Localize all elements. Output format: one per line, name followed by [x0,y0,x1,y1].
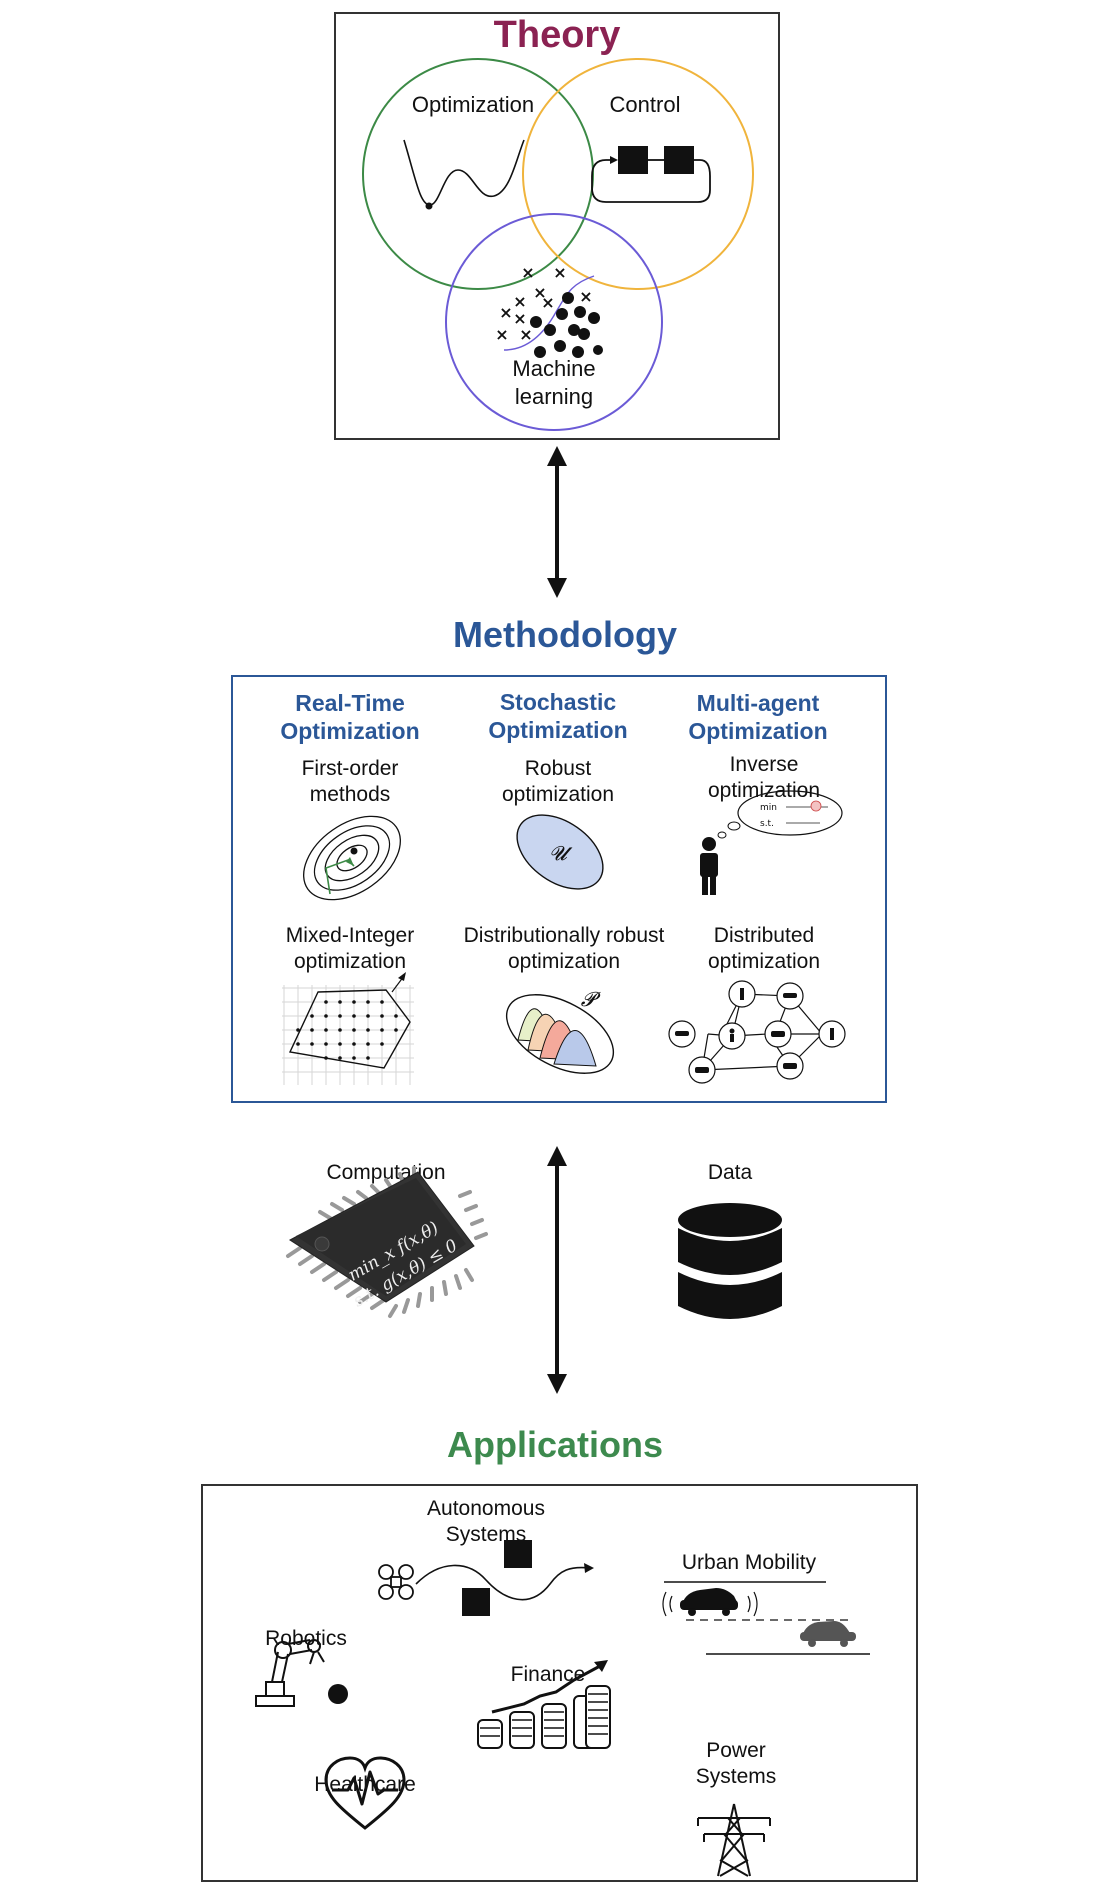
distributed-label-line1: Distributed [713,924,815,947]
col-title-multiagent-line1: Multi-agent [696,690,820,716]
minimum-point-icon [425,202,433,210]
control-loop-icon [591,146,711,203]
heartbeat-icon [332,1770,398,1806]
distributed-label-line2: optimization [707,950,821,973]
control-circle [522,58,754,290]
theory-panel [334,12,780,440]
network-agents-icon [675,988,834,1073]
svg-text:×: × [519,325,532,344]
power-tower-icon [697,1803,771,1877]
col-title-realtime-line2: Optimization [280,718,420,744]
svg-text:×: × [495,325,508,344]
methodology-title: Methodology [453,614,677,655]
inverse-label-line1: Inverse [729,753,799,776]
svg-text:s.t.: s.t. [760,819,774,829]
applications-panel [201,1484,918,1882]
robust-label-line2: optimization [501,783,615,806]
person-thinking-icon: min s.t. [700,790,843,895]
finance-label: Finance [510,1663,586,1686]
inverse-label-line2: optimization [707,779,821,802]
methodology-panel [231,675,887,1103]
svg-text:×: × [553,263,566,282]
database-icon [678,1203,782,1319]
integer-lattice-icon [282,972,414,1085]
col-title-realtime-line1: Real-Time [295,690,405,716]
dro-label-line2: optimization [507,950,621,973]
road-scene-icon [664,1581,870,1655]
ambiguity-set-icon [505,994,615,1074]
svg-text:min: min [760,803,777,813]
first-order-label-line2: methods [309,783,391,806]
urban-mobility-label: Urban Mobility [681,1551,817,1574]
dro-label-line1: Distributionally robust [463,924,665,947]
svg-text:×: × [533,283,546,302]
svg-text:×: × [579,287,592,306]
heart-icon [324,1756,406,1830]
theory-title: Theory [493,14,621,56]
svg-text:×: × [541,293,554,312]
svg-text:×: × [521,263,534,282]
decision-boundary-icon [503,275,595,351]
theory-venn: × × × × × × × × × × [362,58,754,431]
col-title-multiagent-line2: Optimization [688,718,828,744]
robotics-label: Robotics [265,1627,347,1650]
loss-landscape-icon [403,139,525,206]
robot-arm-icon [255,1639,325,1707]
object-ball-icon [328,1684,348,1704]
trajectory-icon [415,1564,591,1601]
trend-arrow-icon [491,1664,601,1714]
car-icon [800,1621,856,1647]
mixed-integer-label-line1: Mixed-Integer [285,924,415,947]
robust-label-line1: Robust [524,757,592,780]
svg-text:×: × [499,303,512,322]
power-label-line1: Power [706,1739,766,1762]
applications-title: Applications [446,1424,664,1465]
machine-learning-circle [445,213,663,431]
connected-car-icon [662,1588,758,1617]
autonomous-label-line1: Autonomous [427,1497,545,1520]
gradient-contour-icon [303,815,401,901]
methodology-applications-arrow [547,1146,567,1394]
col-title-stochastic-line2: Optimization [488,717,628,743]
classification-scatter-icon: × × × × × × × × × × [495,263,592,344]
drone-icon [378,1564,414,1600]
obstacle-icon [462,1588,490,1616]
machine-learning-label-line2: learning [514,384,594,409]
first-order-label-line1: First-order [301,757,399,780]
obstacle-icon [504,1540,532,1568]
svg-text:×: × [513,309,526,328]
power-label-line2: Systems [695,1765,777,1788]
svg-text:×: × [513,292,526,311]
optimization-circle [362,58,594,290]
col-title-stochastic-line1: Stochastic [499,689,617,715]
data-label: Data [707,1161,753,1184]
uncertainty-set-icon [516,814,604,890]
optimization-label: Optimization [411,92,535,117]
data-points-icon [530,292,603,358]
mixed-integer-label-line2: optimization [293,950,407,973]
control-label: Control [609,92,681,117]
machine-learning-label-line1: Machine [512,356,596,381]
